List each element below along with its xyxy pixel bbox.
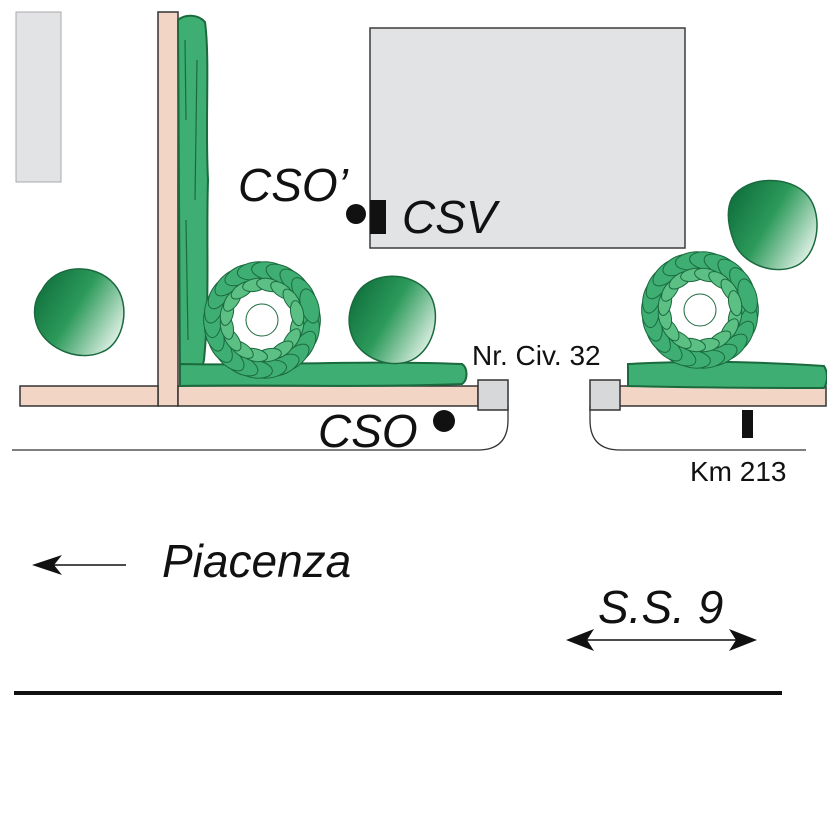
road-edge-left <box>12 406 509 451</box>
label-km-marker: Km 213 <box>690 456 787 487</box>
bush-leafy <box>641 251 759 369</box>
cso-marker <box>433 410 455 432</box>
hedge-left <box>179 361 468 388</box>
bush-leaf <box>289 300 305 327</box>
bush-leafy <box>203 261 321 379</box>
label-road-name: S.S. 9 <box>598 581 724 633</box>
tree-round <box>33 268 125 357</box>
hedge-right <box>627 360 827 390</box>
arrow-head-left-icon <box>32 555 62 575</box>
csv-marker <box>370 200 386 234</box>
label-cso: CSO <box>318 405 418 457</box>
gate-post-left <box>477 379 509 411</box>
km-post-marker <box>742 410 753 438</box>
arrow-head-left-icon <box>566 629 594 651</box>
label-csv: CSV <box>402 191 497 243</box>
gate-post-right <box>589 379 621 411</box>
label-direction-city: Piacenza <box>162 535 352 587</box>
bush-leaf <box>727 290 743 317</box>
arrow-head-right-icon <box>729 629 757 651</box>
sidewalk <box>19 11 827 407</box>
label-cso-prime: CSO’ <box>238 159 348 211</box>
tree-round <box>727 179 818 271</box>
road-edge-right <box>589 406 806 451</box>
building-left <box>15 11 62 183</box>
cso-prime-marker <box>346 204 366 224</box>
bush-center <box>245 303 279 337</box>
building-main <box>369 27 686 249</box>
label-civic-number: Nr. Civ. 32 <box>472 340 601 371</box>
tree-round <box>348 275 437 365</box>
bush-center <box>683 293 717 327</box>
